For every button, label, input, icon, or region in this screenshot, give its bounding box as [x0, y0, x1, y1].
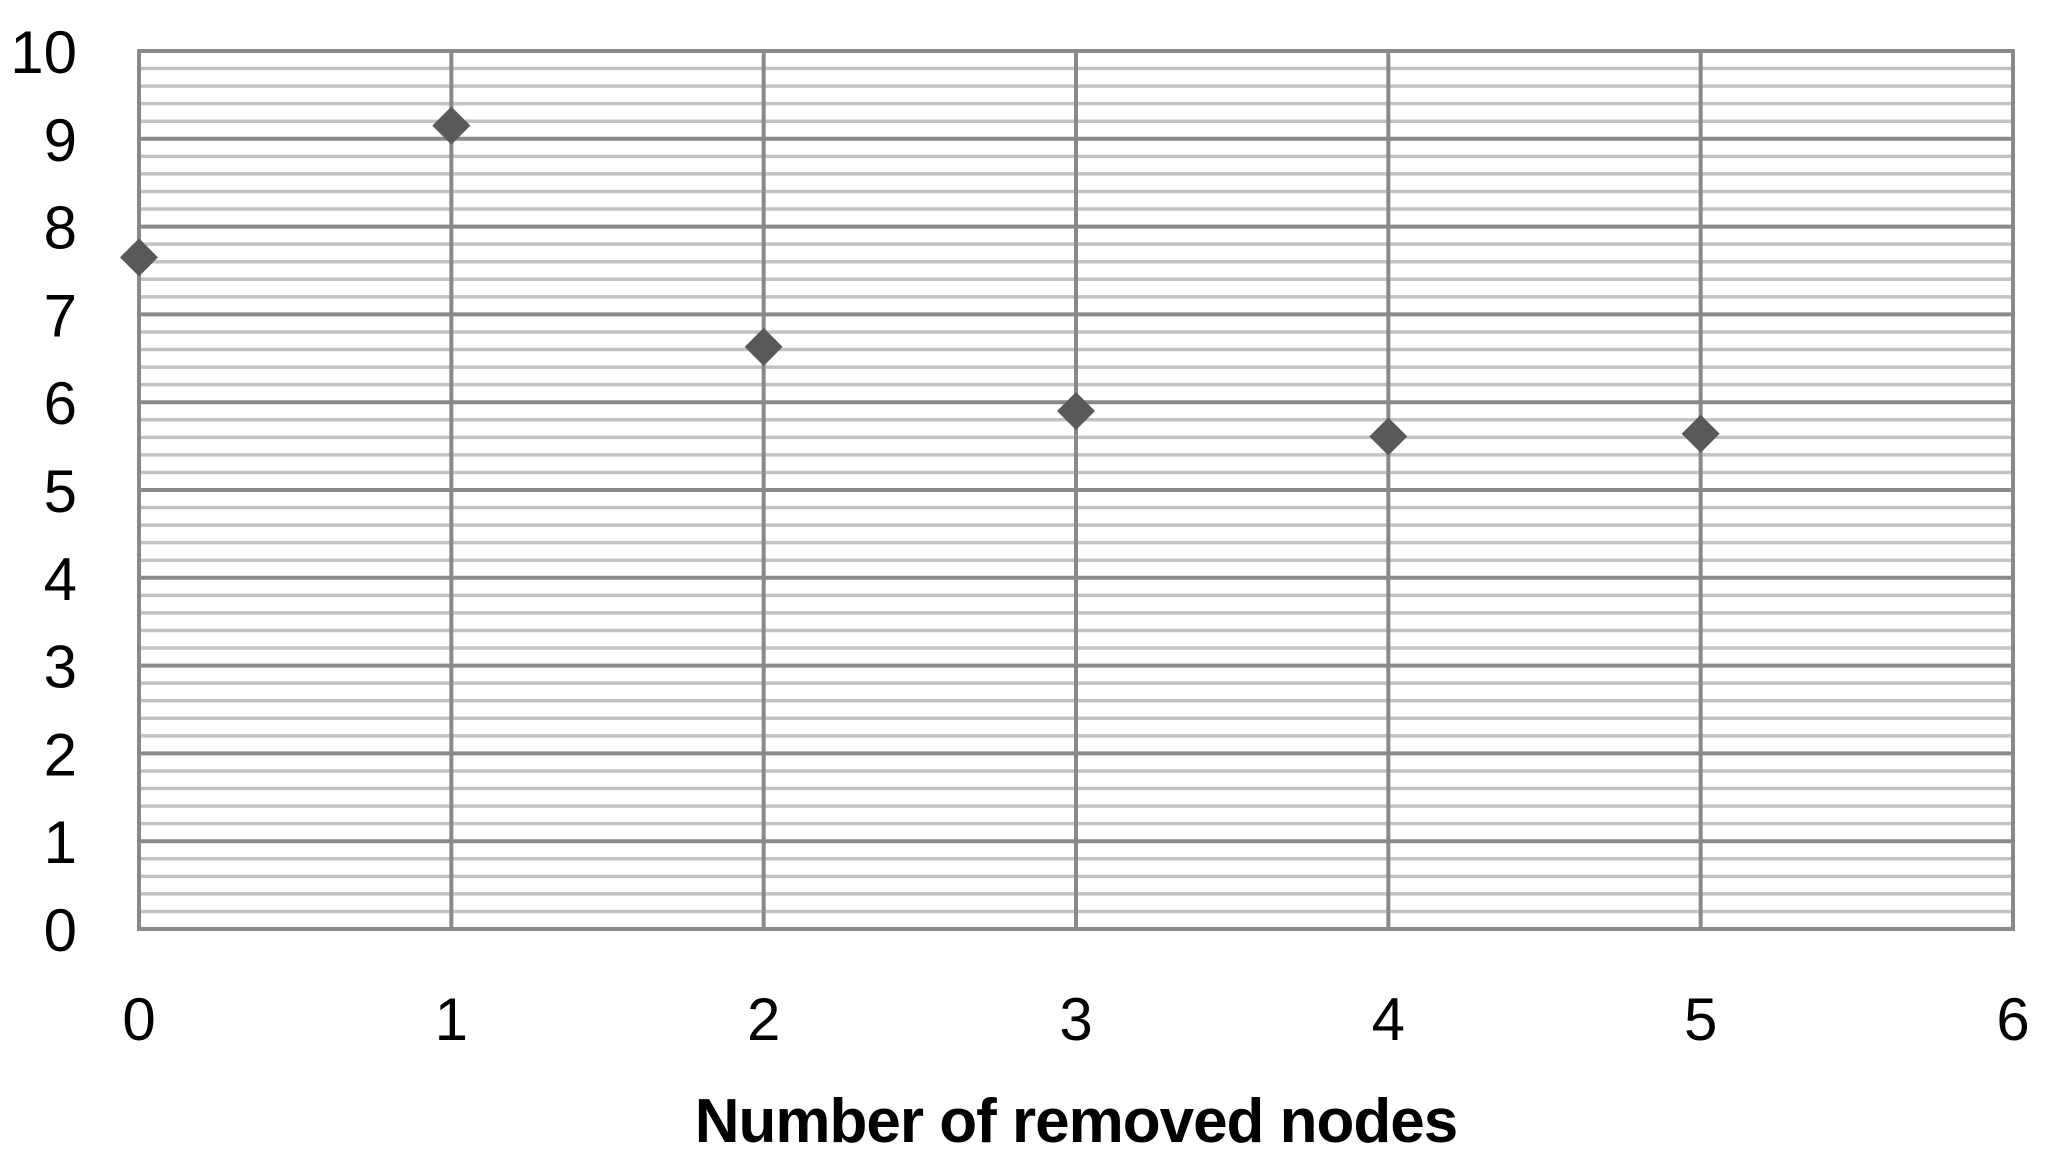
y-tick-label: 10	[10, 19, 77, 86]
y-tick-label: 8	[44, 195, 77, 262]
data-point-marker	[1369, 417, 1408, 456]
y-tick-label: 2	[44, 721, 77, 788]
y-tick-label: 3	[44, 634, 77, 701]
y-tick-label: 1	[44, 809, 77, 876]
x-axis-title: Number of removed nodes	[695, 1087, 1457, 1156]
x-tick-label: 6	[1996, 986, 2029, 1053]
data-points	[120, 106, 1720, 456]
y-tick-label: 7	[44, 282, 77, 349]
y-tick-label: 4	[44, 546, 77, 613]
y-axis-tick-labels: 0 1 2 3 4 5 6 7 8 9 10	[10, 19, 77, 964]
x-tick-label: 4	[1372, 986, 1405, 1053]
data-point-marker	[744, 327, 783, 366]
data-point-marker	[432, 106, 471, 145]
data-point-marker	[1057, 391, 1095, 430]
y-tick-label: 9	[44, 107, 77, 174]
x-tick-label: 5	[1684, 986, 1717, 1053]
x-tick-label: 3	[1059, 986, 1092, 1053]
x-tick-label: 2	[747, 986, 780, 1053]
y-tick-label: 5	[44, 458, 77, 525]
y-tick-label: 6	[44, 370, 77, 437]
x-tick-label: 1	[435, 986, 468, 1053]
data-point-marker	[1681, 414, 1720, 453]
y-tick-label: 0	[44, 897, 77, 964]
x-axis-tick-labels: 0 1 2 3 4 5 6	[122, 986, 2029, 1053]
x-tick-label: 0	[122, 986, 155, 1053]
data-point-marker	[120, 238, 158, 277]
